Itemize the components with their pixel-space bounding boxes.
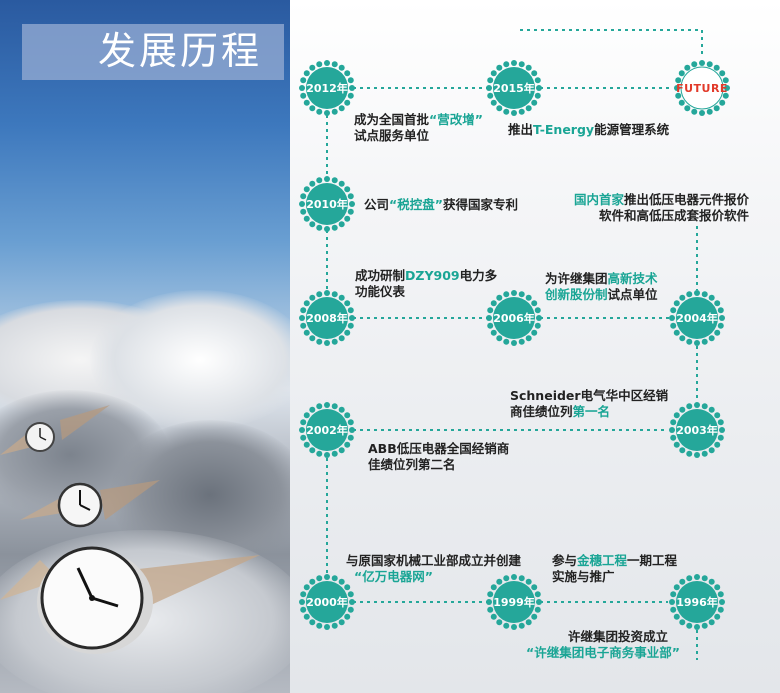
node-1999-label: 1999年 xyxy=(493,595,535,609)
node-2010: 2010年 xyxy=(299,176,355,232)
node-2008-label: 2008年 xyxy=(306,311,348,325)
event-2008: 成功研制DZY909电力多 功能仪表 xyxy=(355,268,498,299)
node-1996-label: 1996年 xyxy=(676,595,718,609)
node-2000-label: 2000年 xyxy=(306,595,348,609)
node-2010-label: 2010年 xyxy=(306,197,348,211)
event-2010: 公司“税控盘”获得国家专利 xyxy=(364,197,518,212)
node-2004: 2004年 xyxy=(669,290,725,346)
event-2002: ABB低压电器全国经销商 佳绩位列第二名 xyxy=(368,441,510,472)
node-2006: 2006年 xyxy=(486,290,542,346)
node-1996: 1996年 xyxy=(669,574,725,630)
title-banner xyxy=(22,24,284,80)
event-2003: Schneider电气华中区经销 商佳绩位列第一名 xyxy=(510,388,669,419)
sky-clock-photo xyxy=(0,0,290,693)
node-2006-label: 2006年 xyxy=(493,311,535,325)
event-2006: 为许继集团高新技术 创新股份制试点单位 xyxy=(545,271,658,302)
node-future: FUTURE xyxy=(674,60,730,116)
node-2015-label: 2015年 xyxy=(493,81,535,95)
node-2003-label: 2003年 xyxy=(676,423,718,437)
node-2008: 2008年 xyxy=(299,290,355,346)
event-1996: 许继集团投资成立 “许继集团电子商务事业部” xyxy=(526,629,680,660)
page-title: 发展历程 xyxy=(98,29,263,73)
node-2012: 2012年 xyxy=(299,60,355,116)
node-2012-label: 2012年 xyxy=(306,81,348,95)
event-2004: 国内首家推出低压电器元件报价 软件和高低压成套报价软件 xyxy=(574,192,750,223)
event-1999: 参与金穗工程一期工程 实施与推广 xyxy=(552,553,678,584)
node-future-label: FUTURE xyxy=(676,82,728,95)
timeline-connectors xyxy=(326,29,703,660)
node-2004-label: 2004年 xyxy=(676,311,718,325)
event-2012: 成为全国首批“营改增” 试点服务单位 xyxy=(354,112,483,143)
node-2003: 2003年 xyxy=(669,402,725,458)
node-2015: 2015年 xyxy=(486,60,542,116)
event-2015: 推出T-Energy能源管理系统 xyxy=(508,122,670,137)
node-2002-label: 2002年 xyxy=(306,423,348,437)
node-2002: 2002年 xyxy=(299,402,355,458)
year-nodes: 2012年 2015年 FUTURE 2010年 2008年 2006年 2004年 2002… xyxy=(299,60,730,630)
node-2000: 2000年 xyxy=(299,574,355,630)
flying-clocks xyxy=(0,405,260,654)
node-1999: 1999年 xyxy=(486,574,542,630)
event-2000: 与原国家机械工业部成立并创建 “亿万电器网” xyxy=(346,553,522,584)
